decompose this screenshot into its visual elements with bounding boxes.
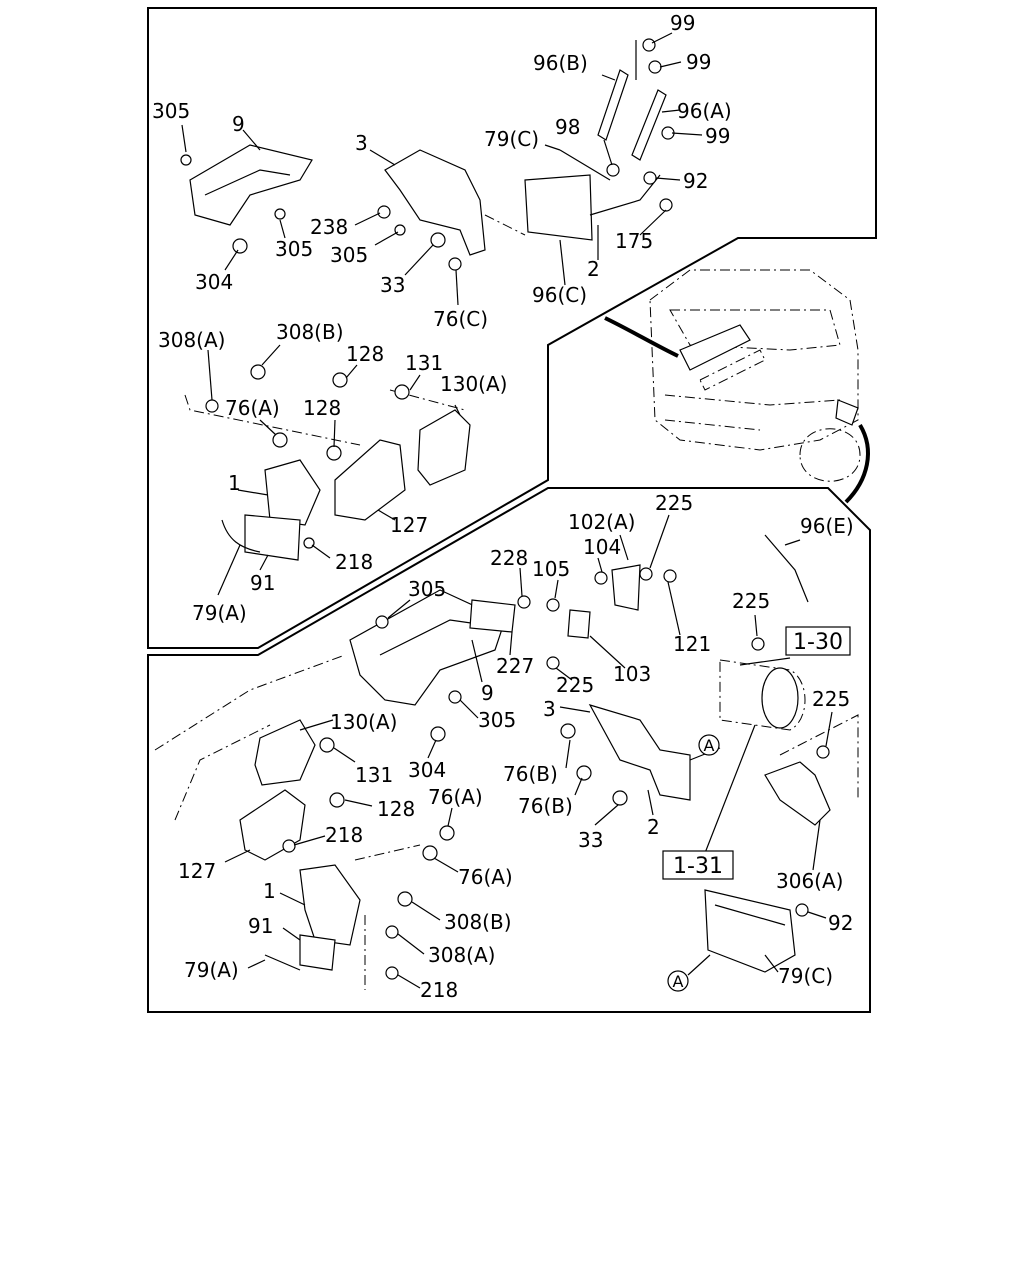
label-305: 305 <box>330 243 368 267</box>
label-33: 33 <box>380 273 405 297</box>
label-76a: 76(A) <box>458 865 513 889</box>
label-225: 225 <box>556 673 594 697</box>
label-131: 131 <box>355 763 393 787</box>
label-130a: 130(A) <box>440 372 507 396</box>
label-218: 218 <box>325 823 363 847</box>
label-1: 1 <box>263 879 276 903</box>
label-121: 121 <box>673 632 711 656</box>
label-76b: 76(B) <box>503 762 558 786</box>
label-79a: 79(A) <box>184 958 239 982</box>
label-308b: 308(B) <box>276 320 344 344</box>
label-225: 225 <box>655 491 693 515</box>
label-102a: 102(A) <box>568 510 635 534</box>
label-305: 305 <box>152 99 190 123</box>
label-104: 104 <box>583 535 621 559</box>
label-225: 225 <box>812 687 850 711</box>
label-305: 305 <box>408 577 446 601</box>
label-306a: 306(A) <box>776 869 843 893</box>
label-79c: 79(C) <box>778 964 833 988</box>
label-76a: 76(A) <box>225 396 280 420</box>
lower-parts-sketch <box>154 534 859 990</box>
label-227: 227 <box>496 654 534 678</box>
label-128: 128 <box>377 797 415 821</box>
label-91: 91 <box>248 914 273 938</box>
label-225: 225 <box>732 589 770 613</box>
label-99: 99 <box>686 50 711 74</box>
truck-cab-illustration <box>604 269 870 504</box>
label-305: 305 <box>275 237 313 261</box>
label-9: 9 <box>481 681 494 705</box>
label-76b: 76(B) <box>518 794 573 818</box>
label-305: 305 <box>478 708 516 732</box>
label-96b: 96(B) <box>533 51 588 75</box>
label-98: 98 <box>555 115 580 139</box>
label-308a: 308(A) <box>428 943 495 967</box>
marker-a-bottom-text: A <box>673 972 684 991</box>
label-228: 228 <box>490 546 528 570</box>
label-92: 92 <box>828 911 853 935</box>
label-79a: 79(A) <box>192 601 247 625</box>
cross-reference-1-31[interactable]: 1-31 <box>662 850 734 880</box>
ref-1-30-text: 1-30 <box>793 630 843 655</box>
marker-a-top: A <box>698 734 720 756</box>
label-9: 9 <box>232 112 245 136</box>
label-128: 128 <box>303 396 341 420</box>
label-308b: 308(B) <box>444 910 512 934</box>
lower-panel-frame <box>147 487 871 1013</box>
label-3: 3 <box>355 131 368 155</box>
label-96a: 96(A) <box>677 99 732 123</box>
label-96c: 96(C) <box>532 283 587 307</box>
label-103: 103 <box>613 662 651 686</box>
ref-1-31-text: 1-31 <box>673 854 723 879</box>
label-92: 92 <box>683 169 708 193</box>
upper-panel-frame <box>147 7 877 649</box>
label-304: 304 <box>408 758 446 782</box>
label-130a: 130(A) <box>330 710 397 734</box>
marker-a-top-text: A <box>704 736 715 755</box>
label-218: 218 <box>335 550 373 574</box>
label-127: 127 <box>390 513 428 537</box>
part-labels: 99 99 96(B) 96(A) 99 305 9 3 79(C) 98 92… <box>152 11 854 1002</box>
label-33: 33 <box>578 828 603 852</box>
marker-a-bottom: A <box>667 970 689 992</box>
label-308a: 308(A) <box>158 328 225 352</box>
label-99: 99 <box>705 124 730 148</box>
label-128: 128 <box>346 342 384 366</box>
label-127: 127 <box>178 859 216 883</box>
leader-lines <box>181 32 833 989</box>
label-76c: 76(C) <box>433 307 488 331</box>
label-91: 91 <box>250 571 275 595</box>
label-76a: 76(A) <box>428 785 483 809</box>
label-1: 1 <box>228 471 241 495</box>
label-238: 238 <box>310 215 348 239</box>
cross-reference-1-30[interactable]: 1-30 <box>785 626 851 656</box>
label-99: 99 <box>670 11 695 35</box>
label-131: 131 <box>405 351 443 375</box>
label-175: 175 <box>615 229 653 253</box>
upper-parts-sketch <box>180 38 675 561</box>
label-304: 304 <box>195 270 233 294</box>
label-79c: 79(C) <box>484 127 539 151</box>
label-218: 218 <box>420 978 458 1002</box>
label-96e: 96(E) <box>800 514 854 538</box>
label-2: 2 <box>647 815 660 839</box>
label-3: 3 <box>543 697 556 721</box>
label-2: 2 <box>587 257 600 281</box>
label-105: 105 <box>532 557 570 581</box>
